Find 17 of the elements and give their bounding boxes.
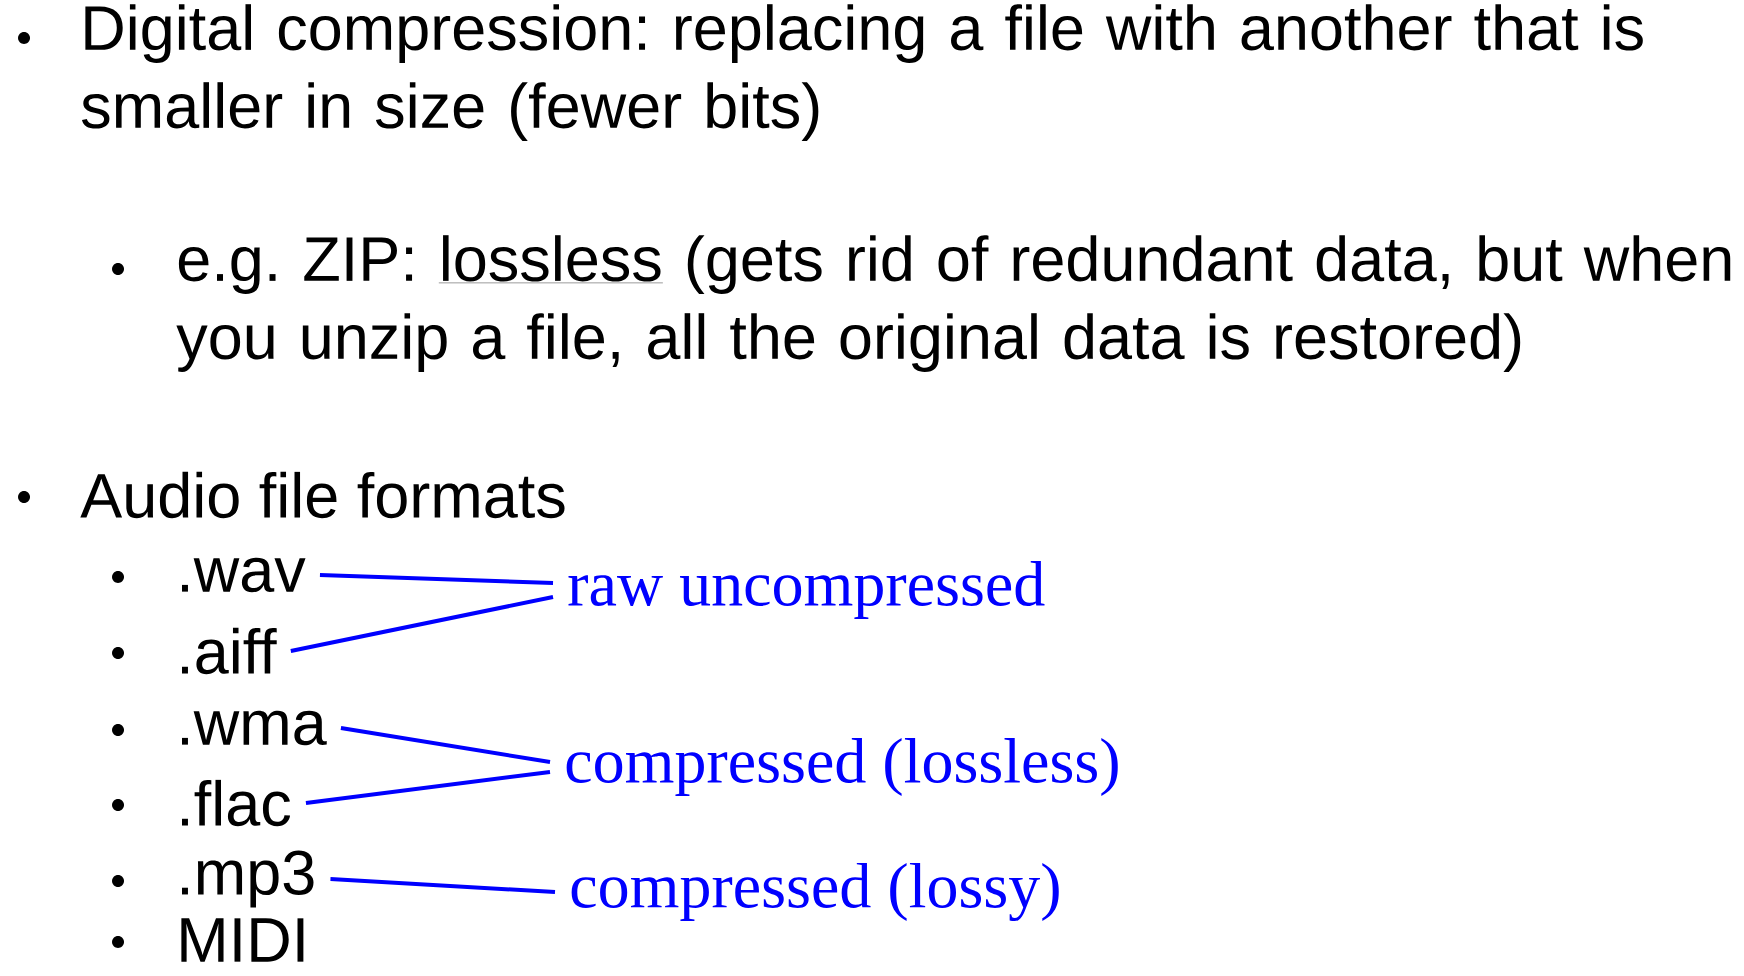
list-item: .flac — [181, 779, 291, 827]
list-item: .aiff — [181, 627, 277, 675]
bullet-text: Digital compression: replacing a file with another that is smaller in size (fewer bits) — [81, 4, 1643, 141]
bullet-text: e.g. ZIP: lossless (gets rid of redundant data, but when you unzip a file, all the original data is restored) — [176, 235, 1731, 372]
category-label: raw uncompressed — [568, 560, 1045, 619]
connector-line — [305, 770, 551, 805]
list-item: .wav — [181, 557, 306, 593]
connector-line — [330, 877, 556, 894]
connector-line — [319, 573, 554, 585]
list-item: MIDI — [181, 918, 304, 962]
bullet-text: Audio file formats — [80, 471, 565, 519]
list-item: .wma — [181, 710, 327, 746]
connector-line — [340, 726, 551, 764]
category-label: compressed (lossy) — [571, 862, 1059, 922]
list-item: .mp3 — [181, 850, 314, 908]
category-label: compressed (lossless) — [566, 737, 1118, 796]
connector-line — [290, 595, 554, 653]
